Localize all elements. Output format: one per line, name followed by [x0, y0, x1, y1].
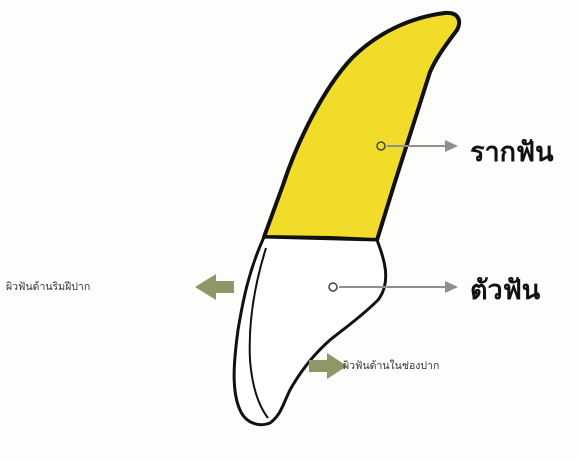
tooth-root-shape	[264, 13, 459, 240]
lip-side-arrow	[195, 274, 234, 300]
root-label: รากฟัน	[470, 130, 554, 173]
root-arrow-head	[445, 140, 458, 152]
tongue-side-surface-label: ผิวฟันด้านในช่องปาก	[343, 357, 439, 374]
crown-arrow-head	[445, 281, 458, 293]
lip-side-surface-label: ผิวฟันด้านริมฝีปาก	[6, 278, 90, 295]
crown-label: ตัวฟัน	[470, 268, 540, 311]
